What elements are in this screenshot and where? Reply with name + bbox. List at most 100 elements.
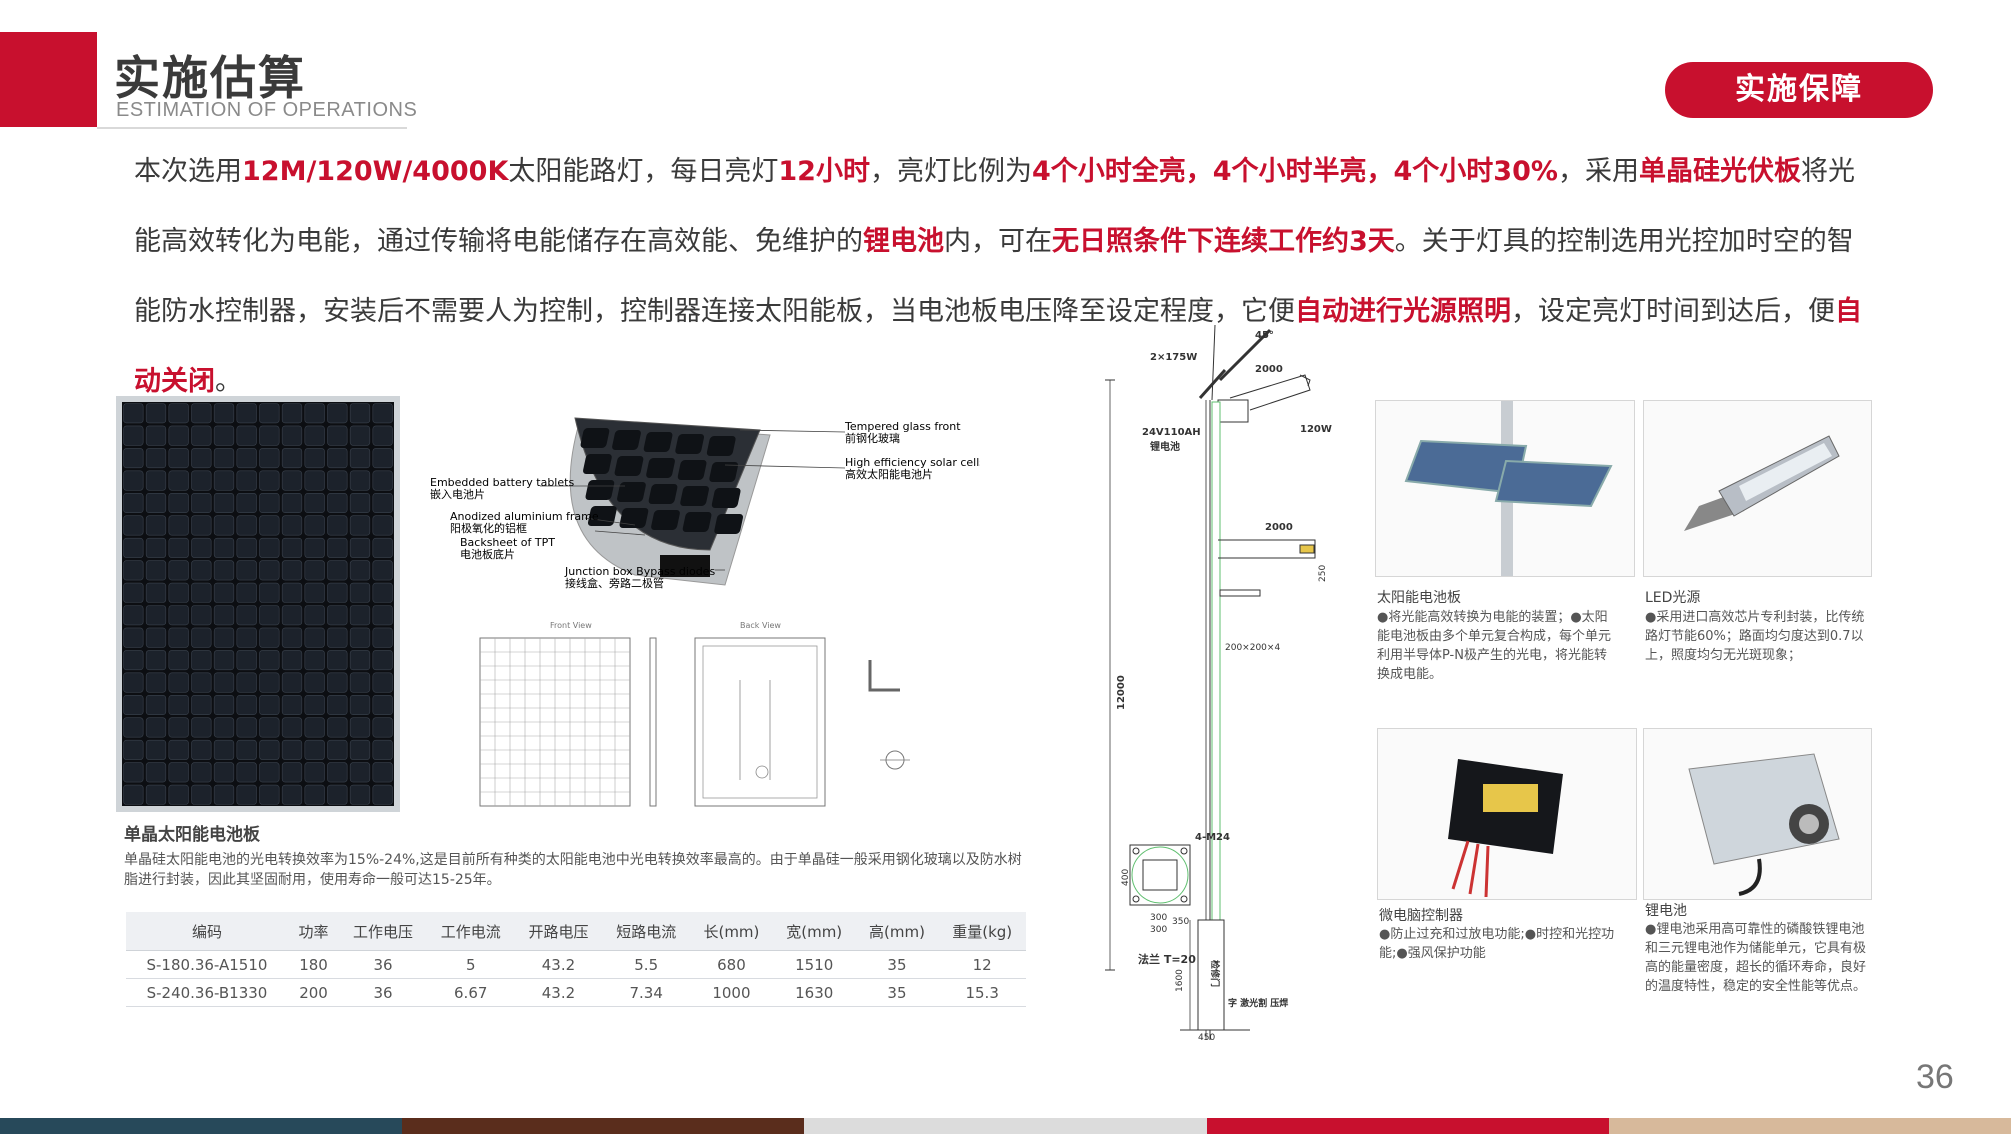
spec-header-cell: 工作电流 <box>426 912 515 951</box>
label-tempered-glass: Tempered glass front <box>844 420 961 433</box>
label-backsheet: Backsheet of TPT <box>460 536 555 549</box>
dim-1600: 1600 <box>1175 969 1185 992</box>
desc-solar-panel: ●将光能高效转换为电能的装置；●太阳能电池板由多个单元复合构成，每个单元利用半导… <box>1377 610 1612 682</box>
footer-segment <box>0 1118 404 1134</box>
desc-battery: ●锂电池采用高可靠性的磷酸铁锂电池和三元锂电池作为储能单元，它具有极高的能量密度… <box>1645 922 1867 994</box>
dim-arm-lower: 2000 <box>1265 522 1293 533</box>
intro-highlight: 自动关闭 <box>134 296 1862 397</box>
dim-450: 450 <box>1198 1033 1215 1040</box>
intro-highlight: 锂电池 <box>863 226 944 257</box>
spec-cell: 1510 <box>772 950 856 979</box>
spec-cell: 1000 <box>690 978 773 1007</box>
spec-cell: 35 <box>855 978 939 1007</box>
intro-highlight: 12小时 <box>778 156 870 187</box>
spec-cell: 12 <box>938 950 1026 979</box>
street-light-pole-drawing: 2×175W 45° 2000 120W 24V110AH 锂电池 2000 2… <box>1105 324 1332 1040</box>
dim-base-flange: 法兰 T=20 <box>1138 952 1196 966</box>
door-label: 检修门 <box>1209 960 1221 987</box>
label-tempered-glass-cn: 前钢化玻璃 <box>845 431 900 445</box>
label-back-view: Back View <box>740 621 781 630</box>
spec-cell: 180 <box>287 950 340 979</box>
label-frame: Anodized aluminium frame <box>450 510 599 523</box>
spec-header-cell: 重量(kg) <box>938 912 1026 951</box>
junction-box <box>660 555 710 577</box>
label-backsheet-cn: 电池板底片 <box>460 547 515 561</box>
intro-text: 内，可在 <box>944 226 1052 257</box>
panel-layers-diagram: Tempered glass front 前钢化玻璃 High efficien… <box>430 417 980 590</box>
footer-segment <box>402 1118 806 1134</box>
dim-300a: 300 <box>1150 913 1167 923</box>
panel-caption: 单晶太阳能电池板 <box>124 825 260 845</box>
spec-cell: 5 <box>426 950 515 979</box>
photo-battery <box>1643 728 1872 900</box>
dim-top-label: 2×175W <box>1150 352 1197 363</box>
spec-cell: 7.34 <box>602 978 691 1007</box>
spec-cell: 35 <box>855 950 939 979</box>
laser-label: 字 激光割 压焊 <box>1228 997 1288 1009</box>
footer-segment <box>804 1118 1208 1134</box>
intro-highlight: 12M/120W/4000K <box>242 156 509 187</box>
intro-text: 将光能高效转化为电能，通过传输将电能储存在高效能、免维护的 <box>134 156 1855 257</box>
spec-cell: 36 <box>339 978 427 1007</box>
panel-description: 单晶硅太阳能电池的光电转换效率为15%-24%,这是目前所有种类的太阳能电池中光… <box>124 852 1022 888</box>
intro-text: 本次选用 <box>134 156 242 187</box>
dim-bolt: 4-M24 <box>1195 832 1230 843</box>
intro-highlight: 无日照条件下连续工作约3天 <box>1052 226 1395 257</box>
spec-cell: 43.2 <box>514 950 603 979</box>
caption-solar-panel: 太阳能电池板 <box>1377 590 1461 606</box>
dim-arm-top: 2000 <box>1255 364 1283 375</box>
spec-table-header: 编码功率工作电压工作电流开路电压短路电流长(mm)宽(mm)高(mm)重量(kg… <box>126 912 1026 951</box>
dim-lamp: 120W <box>1300 424 1332 435</box>
caption-controller: 微电脑控制器 <box>1379 908 1463 924</box>
spec-header-cell: 短路电流 <box>602 912 691 951</box>
spec-table: 编码功率工作电压工作电流开路电压短路电流长(mm)宽(mm)高(mm)重量(kg… <box>126 912 1026 1007</box>
dim-battery: 24V110AH <box>1142 427 1201 438</box>
dim-350: 350 <box>1172 917 1189 927</box>
caption-led: LED光源 <box>1645 590 1701 606</box>
intro-highlight: 自动进行光源照明 <box>1295 296 1511 327</box>
dim-400: 400 <box>1121 869 1131 886</box>
label-solar-cells: High efficiency solar cells <box>845 456 980 469</box>
spec-header-cell: 高(mm) <box>855 912 939 951</box>
page-number: 36 <box>1916 1058 1954 1096</box>
desc-led: ●采用进口高效芯片专利封装，比传统路灯节能60%；路面均匀度达到0.7以上，照度… <box>1645 610 1865 663</box>
footer-segment <box>1206 1118 1610 1134</box>
spec-cell: 5.5 <box>602 950 691 979</box>
label-front-view: Front View <box>550 621 592 630</box>
photo-controller <box>1377 728 1637 900</box>
intro-text: 。 <box>215 366 242 397</box>
spec-header-cell: 开路电压 <box>514 912 603 951</box>
section-badge: 实施保障 <box>1665 62 1933 118</box>
intro-text: 。关于灯具的控制选用光控加时空的智能防水控制器，安装后不需要人为控制，控制器连接… <box>134 226 1854 327</box>
dim-flange: 200×200×4 <box>1225 643 1280 653</box>
spec-cell: 1630 <box>772 978 856 1007</box>
spec-header-cell: 工作电压 <box>339 912 427 951</box>
spec-cell: 200 <box>287 978 340 1007</box>
intro-paragraph: 本次选用12M/120W/4000K太阳能路灯，每日亮灯12小时，亮灯比例为4个… <box>134 137 1874 417</box>
spec-header-cell: 编码 <box>126 912 288 951</box>
page-subtitle: ESTIMATION OF OPERATIONS <box>116 99 418 121</box>
spec-cell: 43.2 <box>514 978 603 1007</box>
intro-highlight: 4个小时全亮，4个小时半亮，4个小时30% <box>1031 156 1558 187</box>
spec-cell: S-180.36-A1510 <box>126 950 288 979</box>
page-title: 实施估算 <box>114 51 306 105</box>
spec-header-cell: 长(mm) <box>690 912 773 951</box>
dim-250: 250 <box>1318 565 1328 582</box>
label-embedded: Embedded battery tablets <box>430 476 574 489</box>
photo-led-light <box>1643 400 1872 577</box>
intro-text: ，亮灯比例为 <box>869 156 1032 187</box>
dim-height: 12000 <box>1116 675 1127 710</box>
intro-text: 太阳能路灯，每日亮灯 <box>508 156 779 187</box>
label-embedded-cn: 嵌入电池片 <box>430 488 485 501</box>
spec-header-cell: 功率 <box>287 912 340 951</box>
desc-controller: ●防止过充和过放电功能;●时控和光控功能;●强风保护功能 <box>1379 927 1615 961</box>
label-frame-cn: 阳极氧化的铝框 <box>450 521 527 535</box>
spec-cell: 680 <box>690 950 773 979</box>
label-junction-cn: 接线盒、旁路二极管 <box>565 576 664 590</box>
photo-solar-panel <box>1375 400 1635 577</box>
dim-300b: 300 <box>1150 925 1167 935</box>
spec-header-cell: 宽(mm) <box>772 912 856 951</box>
caption-battery: 锂电池 <box>1645 903 1687 919</box>
intro-text: ，设定亮灯时间到达后，便 <box>1511 296 1835 327</box>
